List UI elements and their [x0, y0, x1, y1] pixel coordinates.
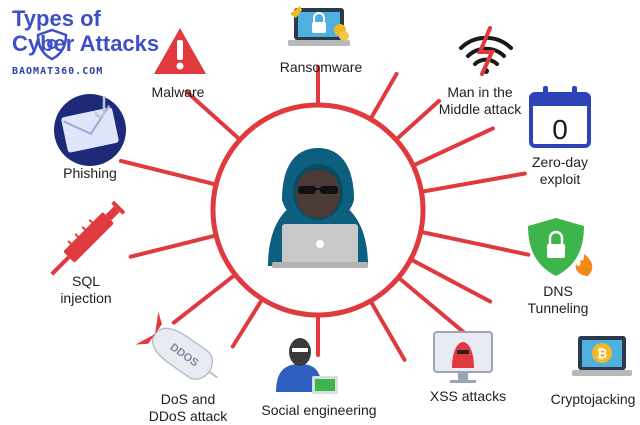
locked-laptop-icon	[288, 6, 350, 46]
label-sql: SQL injection	[60, 273, 112, 306]
spokes	[119, 65, 531, 362]
spoke-13	[119, 158, 219, 187]
spoke-4	[419, 171, 527, 194]
spoke-1	[368, 72, 399, 122]
spoke-5	[418, 229, 531, 257]
label-ransomware: Ransomware	[279, 59, 363, 75]
spoke-6	[408, 257, 493, 304]
label-zeroday: Zero-day exploit	[531, 154, 589, 187]
title-line-1: Types of	[12, 6, 101, 31]
label-mitm: Man in the Middle attack	[438, 84, 522, 117]
spoke-11	[171, 272, 238, 325]
hooded-hacker-with-laptop-icon	[268, 148, 368, 268]
brand-watermark: BAOMAT360.COM	[12, 66, 104, 77]
label-crypto: Cryptojacking	[550, 391, 636, 407]
spoke-14	[184, 89, 242, 142]
spoke-2	[394, 98, 442, 142]
label-social: Social engineering	[261, 402, 377, 418]
spoke-12	[128, 233, 219, 259]
shield-lock-fire-icon	[528, 218, 593, 276]
label-ddos: DoS and DDoS attack	[148, 391, 228, 424]
spoke-10	[230, 297, 265, 349]
spoke-3	[411, 126, 495, 168]
envelope-hook-icon	[54, 94, 126, 166]
page-title: Types of Cyber Attacks	[12, 6, 159, 56]
spoke-8	[368, 298, 407, 362]
syringe-icon	[50, 200, 126, 276]
label-malware: Malware	[151, 84, 205, 100]
shield-badge-icon	[36, 28, 68, 61]
label-phishing: Phishing	[63, 165, 117, 181]
broken-wifi-icon	[459, 26, 513, 76]
calendar-zero-icon: 0	[529, 86, 591, 148]
masked-person-icon	[276, 338, 338, 394]
warning-triangle-icon	[154, 28, 206, 74]
svg-text:₿: ₿	[597, 346, 608, 361]
ddos-missile-icon: DDOS	[135, 311, 218, 380]
bitcoin-laptop-icon: ₿	[572, 336, 632, 376]
title-line-2: Cyber Attacks	[12, 31, 160, 56]
svg-text:0: 0	[552, 114, 568, 145]
label-dns: DNS Tunneling	[527, 283, 589, 316]
label-xss: XSS attacks	[429, 388, 507, 404]
hacker-monitor-icon	[433, 331, 493, 383]
